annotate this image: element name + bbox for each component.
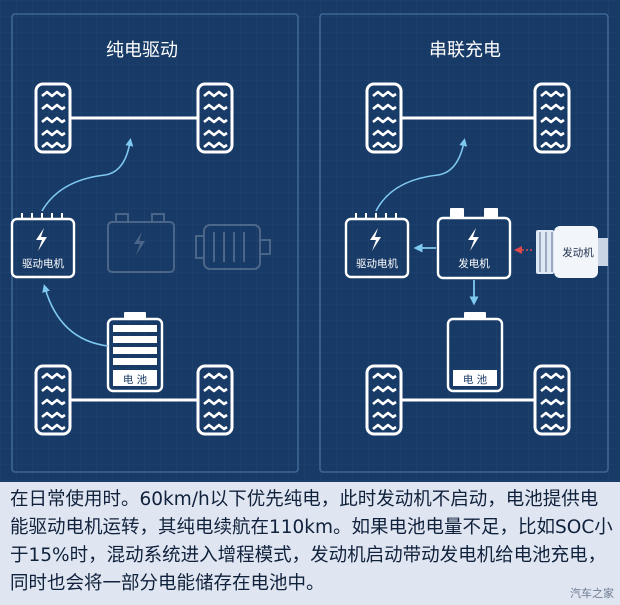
right-motor-label: 驱动电机 (356, 257, 398, 270)
right-engine-label: 发动机 (562, 246, 594, 259)
background-grid (0, 0, 620, 482)
watermark: 汽车之家 (570, 587, 614, 600)
left-inactive-generator (107, 213, 175, 273)
right-generator-label: 发电机 (458, 257, 490, 270)
left-inactive-engine (195, 224, 271, 270)
right-rear-axle (365, 364, 571, 436)
left-motor-label: 驱动电机 (22, 257, 64, 270)
right-battery-label: 电 池 (463, 373, 488, 386)
caption-panel: 在日常使用时。60km/h以下优先纯电，此时发动机不启动，电池提供电能驱动电机运… (0, 482, 620, 605)
flow-battery-to-motor (42, 284, 109, 347)
lightning-icon (370, 228, 381, 251)
right-panel-title: 串联充电 (429, 40, 501, 61)
right-front-axle (365, 82, 571, 154)
right-drive-motor: 驱动电机 (344, 213, 410, 279)
left-drive-motor: 驱动电机 (10, 213, 76, 279)
flow-motor-to-axle (41, 138, 134, 212)
left-battery-label: 电 池 (123, 373, 148, 386)
right-engine: 发动机 (536, 226, 608, 278)
right-generator: 发电机 (436, 208, 512, 280)
lightning-icon (134, 232, 145, 255)
left-rear-axle (34, 364, 234, 436)
left-panel-title: 纯电驱动 (106, 40, 178, 61)
right-battery: 电 池 (446, 312, 504, 393)
left-front-axle (34, 82, 234, 154)
lightning-icon (468, 228, 479, 251)
left-battery: 电 池 (106, 312, 164, 393)
flow-motor-to-axle-right (375, 138, 468, 212)
lightning-icon (36, 228, 47, 251)
caption-text: 在日常使用时。60km/h以下优先纯电，此时发动机不启动，电池提供电能驱动电机运… (10, 489, 613, 594)
